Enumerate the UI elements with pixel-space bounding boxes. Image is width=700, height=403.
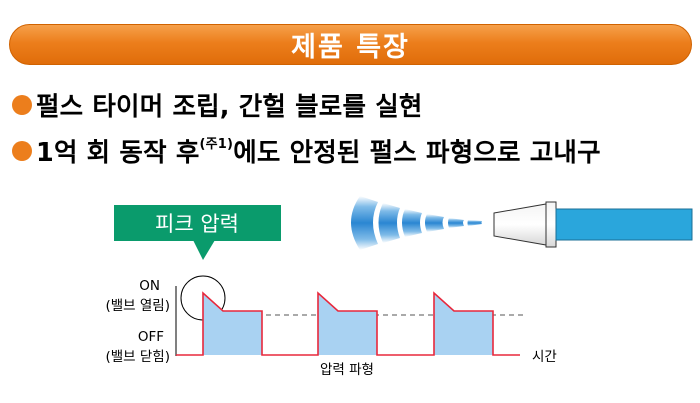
nozzle-icon [493, 201, 693, 248]
feature-text-1: 펄스 타이머 조립, 간헐 블로를 실현 [36, 92, 423, 122]
on-label: ON [139, 278, 160, 294]
pulse-2 [318, 293, 377, 355]
feature-text-2-start: 1억 회 동작 후 [36, 138, 200, 168]
callout-label: 피크 압력 [155, 212, 239, 236]
off-label: OFF [138, 329, 164, 345]
waveform-label: 압력 파형 [320, 362, 374, 378]
bullet-dot-icon [12, 94, 32, 115]
banner-title: 제품 특장 [291, 32, 410, 63]
pulse-1 [203, 293, 262, 355]
feature-bullet-2: 1억 회 동작 후(주1)에도 안정된 펄스 파형으로 고내구 [12, 132, 601, 169]
footnote-marker: (주1) [199, 137, 234, 152]
feature-bullet-1: 펄스 타이머 조립, 간헐 블로를 실현 [12, 86, 423, 123]
peak-pressure-callout: 피크 압력 [114, 205, 281, 260]
time-label: 시간 [532, 349, 557, 365]
pressure-waveform [176, 291, 520, 356]
pulse-3 [434, 293, 493, 355]
off-sub-label: (밸브 닫힘) [105, 349, 170, 365]
bullet-dot-icon [12, 140, 32, 161]
title-banner: 제품 특장 [9, 24, 692, 65]
feature-text-2: 1억 회 동작 후(주1)에도 안정된 펄스 파형으로 고내구 [36, 132, 601, 169]
on-sub-label: (밸브 열림) [105, 298, 170, 314]
feature-text-2-end: 에도 안정된 펄스 파형으로 고내구 [233, 138, 601, 168]
air-pulse-icon [351, 196, 482, 250]
waveform-line [176, 291, 520, 356]
